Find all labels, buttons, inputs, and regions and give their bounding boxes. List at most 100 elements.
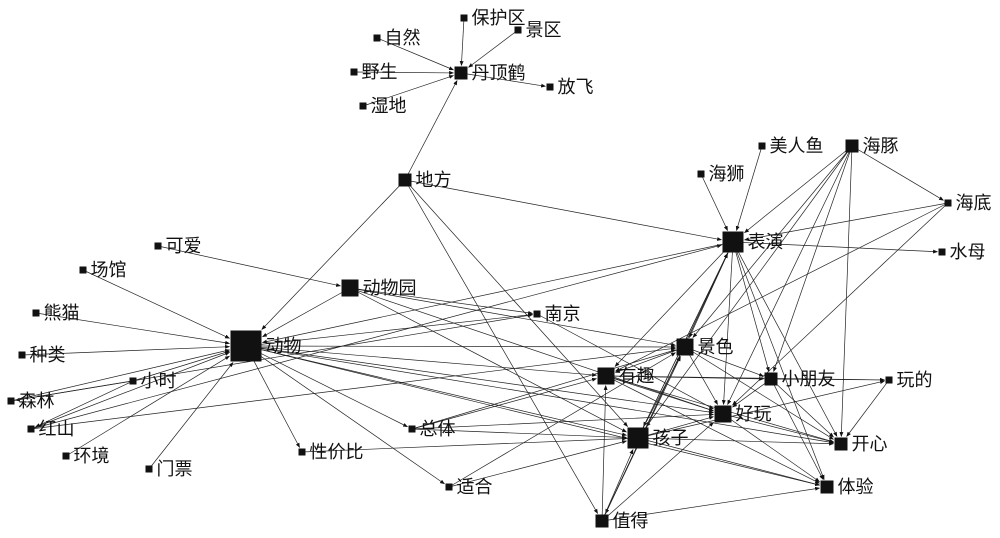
node-label-nanjing: 南京 [545,304,581,325]
node-label-meirenyu: 美人鱼 [770,136,824,157]
node-zhide: 值得 [595,511,649,532]
node-label-changguan: 场馆 [91,260,127,281]
edge-haitun-kaixin [839,145,853,437]
node-haizi: 孩子 [627,427,689,449]
node-marker-kaixin [834,437,848,451]
edge-baohuqu-dandinghe [459,17,465,66]
edge-jingse-xiaopengyou [684,346,764,377]
node-marker-ziran [373,34,381,42]
node-marker-zhide [595,514,609,528]
node-marker-zongti [408,425,416,433]
node-marker-biaoyan [722,231,744,253]
node-marker-changguan [79,266,87,274]
node-xingjiabi: 性价比 [298,442,364,463]
edge-haishi-biaoyan [700,173,728,231]
node-changguan: 场馆 [79,260,127,281]
edge-xiaoshi-hongshan [35,380,134,428]
node-marker-haitun [845,139,859,153]
node-label-haitun: 海豚 [863,136,899,157]
edge-dongwu-xingjiabi [245,345,300,448]
edge-dongwu-jingse [245,345,676,349]
edge-haizi-haowan [637,415,714,439]
edge-zhide-haowan [601,422,714,522]
node-shihe: 适合 [445,477,493,498]
edge-xingjiabi-haizi [301,436,627,453]
edge-jingse-haowan [684,346,718,405]
edges-layer [10,17,949,522]
edge-dongwu-tiyan [245,345,820,487]
edge-zhide-biaoyan [601,253,728,522]
node-label-dandinghe: 丹顶鹤 [472,63,526,84]
node-senlin: 森林 [7,391,55,412]
edge-dongwuyuan-dongwu [262,287,351,338]
edge-dongwuyuan-haowan [349,287,714,412]
edge-keai-dongwuyuan [157,245,341,287]
node-marker-dongwuyuan [341,279,359,297]
node-marker-haidi [944,199,952,207]
node-xiaopengyou: 小朋友 [764,369,836,390]
edge-haitun-biaoyan [744,145,853,234]
node-zongti: 总体 [408,419,456,440]
edge-dongwu-shihe [245,345,445,485]
node-marker-shihe [445,483,453,491]
edge-biaoyan-youqu [614,241,734,367]
edge-dandinghe-fangfei [460,72,546,88]
node-marker-xiaopengyou [764,372,778,386]
node-label-shihe: 适合 [457,477,493,498]
node-label-zhide: 值得 [613,511,649,532]
node-label-biaoyan: 表演 [748,232,784,253]
node-label-ziran: 自然 [385,28,421,49]
edge-jingse-kaixin [684,346,834,440]
node-marker-meirenyu [758,142,766,150]
edge-haizi-tiyan [637,437,820,486]
edge-xiaoshi-dongwu [132,350,230,382]
node-label-xiaoshi: 小时 [141,371,177,392]
node-marker-dongwu [230,330,262,362]
node-difang: 地方 [398,170,452,191]
edge-haizi-wande [637,380,885,439]
edge-zhide-youqu [601,385,608,522]
node-tiyan: 体验 [820,477,874,498]
node-xiaoshi: 小时 [129,371,177,392]
edge-hongshan-jingse [30,346,676,430]
node-label-shidi: 湿地 [371,96,407,117]
node-meirenyu: 美人鱼 [758,136,824,157]
edge-haizi-kaixin [637,437,834,446]
node-nanjing: 南京 [533,304,581,325]
node-marker-difang [398,173,412,187]
node-label-zongti: 总体 [420,419,456,440]
node-label-youqu: 有趣 [619,366,655,387]
edge-xiaopengyou-tiyan [770,378,824,480]
node-marker-yesheng [350,68,358,76]
edge-shihe-jingse [448,352,676,488]
node-label-dongwu: 动物 [266,336,302,357]
edge-menpiao-dongwu [148,362,234,470]
edge-biaoyan-shuimu [732,241,938,254]
node-label-fangfei: 放飞 [558,77,594,98]
node-label-baohuqu: 保护区 [472,8,526,29]
edge-haowan-kaixin [722,413,834,443]
node-label-yesheng: 野生 [362,62,398,83]
edge-zongti-haizi [411,428,627,440]
node-ziran: 自然 [373,28,421,49]
edge-senlin-nanjing [10,313,533,402]
node-marker-jingqu [514,26,522,34]
node-label-keai: 可爱 [166,236,202,257]
node-marker-menpiao [145,465,153,473]
edge-difang-dongwu [261,179,406,330]
node-marker-wande [885,376,893,384]
edge-shihe-haizi [448,440,627,488]
node-keai: 可爱 [154,236,202,257]
edge-haitun-xiaopengyou [773,145,853,372]
node-marker-xingjiabi [298,448,306,456]
node-label-haowan: 好玩 [736,404,772,425]
node-wande: 玩的 [885,370,933,391]
edge-haitun-haidi [851,145,944,201]
edge-difang-haizi [404,179,628,427]
node-label-senlin: 森林 [19,391,55,412]
node-label-kaixin: 开心 [852,434,888,455]
edge-zhonglei-dongwu [21,344,230,356]
node-huanjing: 环境 [62,446,110,467]
edge-wande-kaixin [846,379,890,437]
